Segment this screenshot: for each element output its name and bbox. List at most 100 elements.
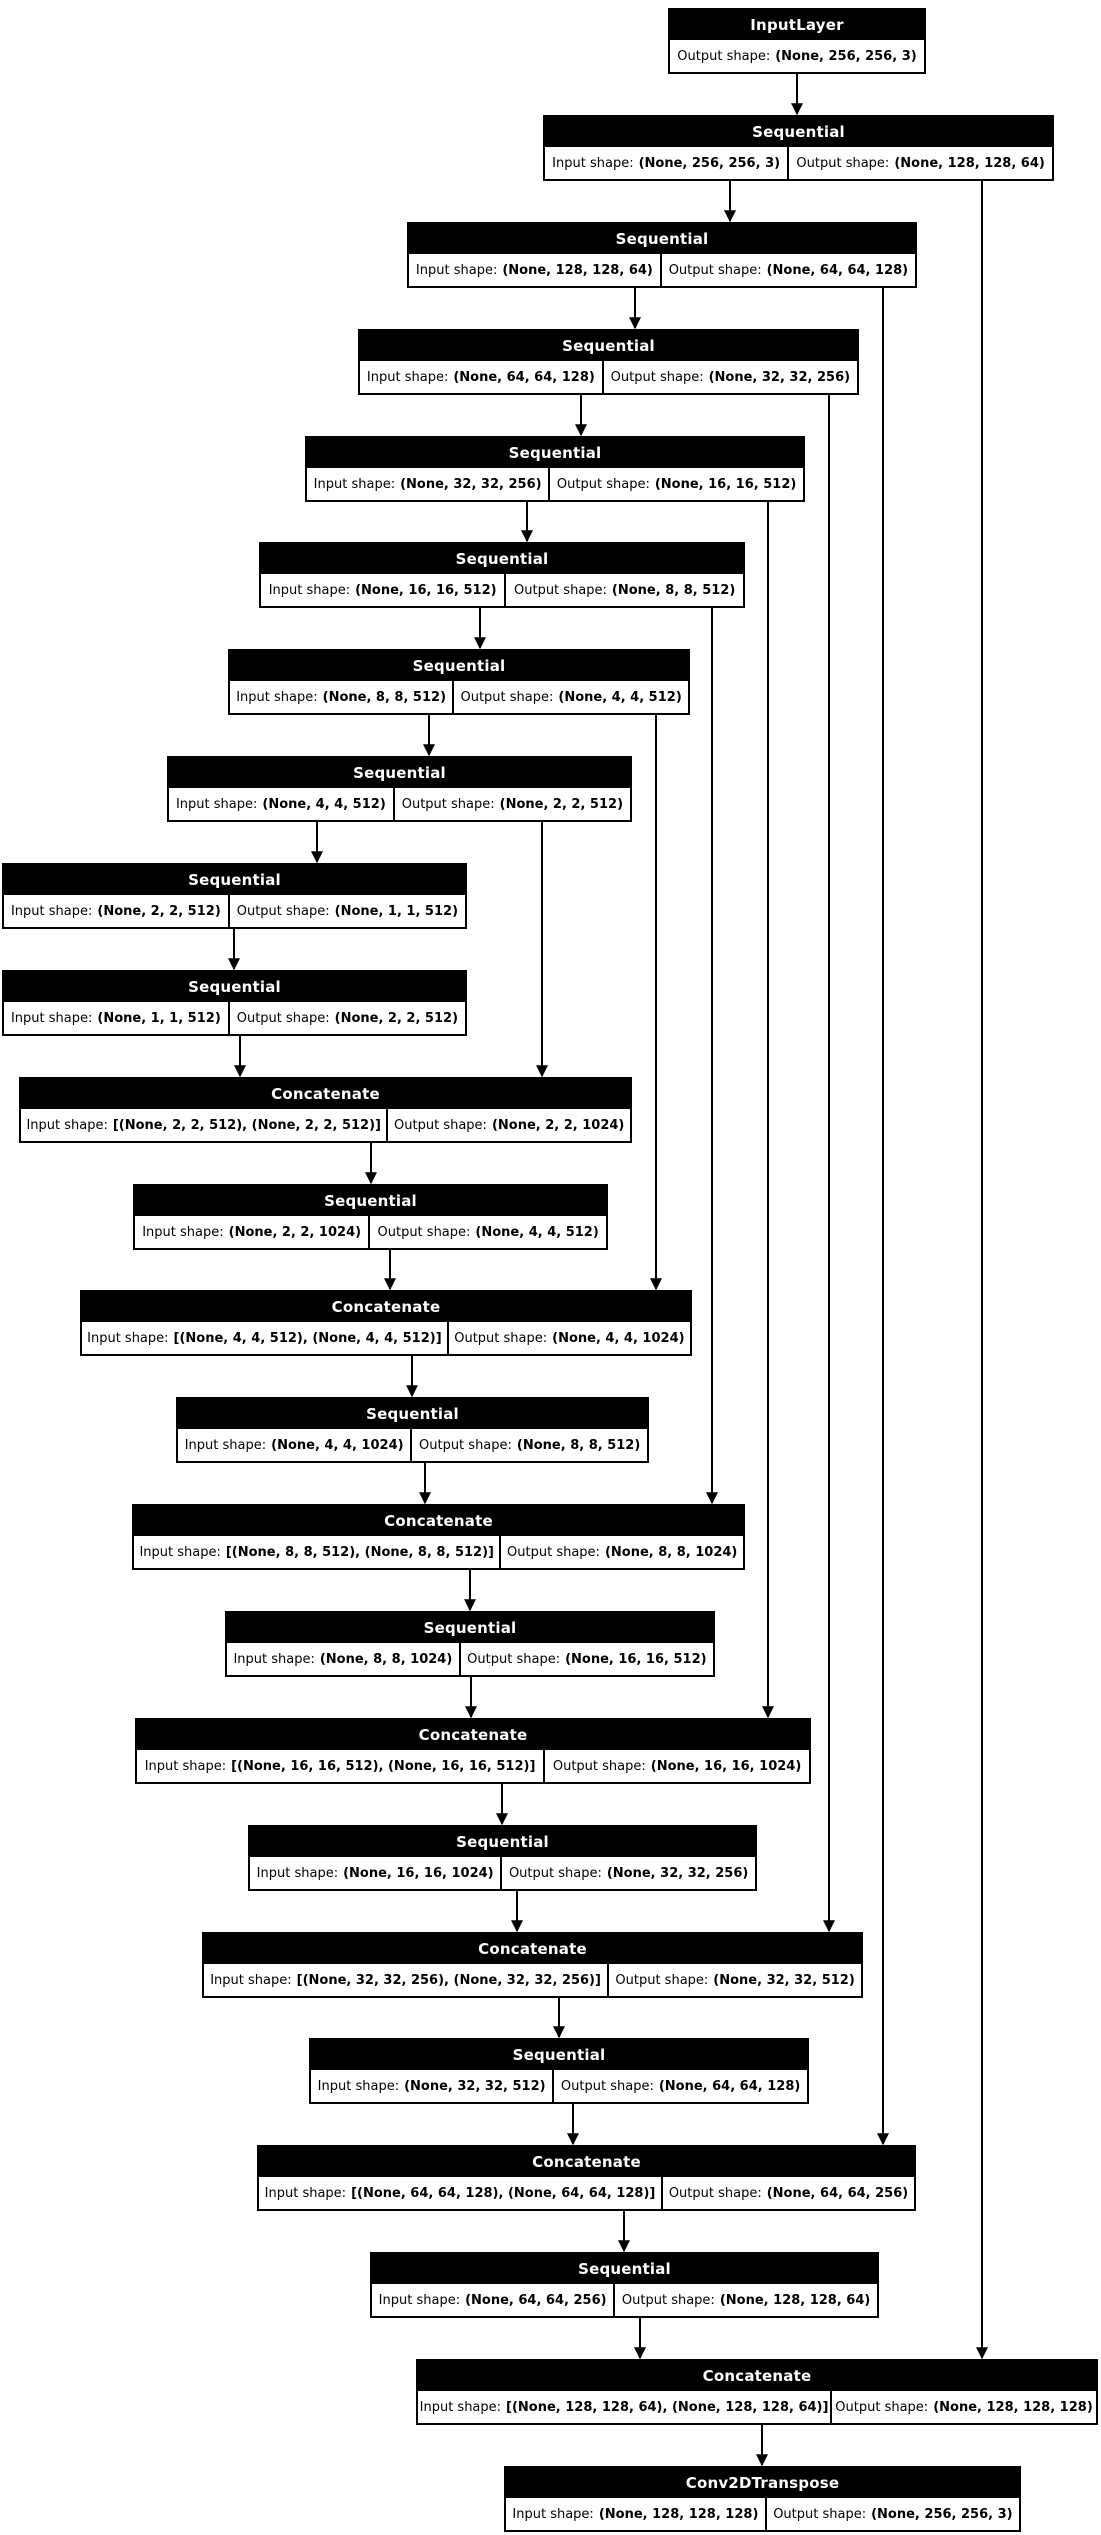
- input-shape-prefix: Input shape:: [87, 1330, 169, 1346]
- input-shape-cell: Input shape:(None, 32, 32, 512): [311, 2070, 553, 2102]
- shape-row: Input shape:(None, 4, 4, 1024)Output sha…: [178, 1429, 648, 1461]
- output-shape-cell: Output shape:(None, 8, 8, 512): [412, 1429, 648, 1461]
- input-shape-prefix: Input shape:: [366, 369, 449, 385]
- input-shape-value: [(None, 16, 16, 512), (None, 16, 16, 512…: [231, 1758, 536, 1774]
- shape-row: Input shape:(None, 2, 2, 1024)Output sha…: [135, 1216, 607, 1248]
- output-shape-prefix: Output shape:: [610, 369, 704, 385]
- input-shape-value: (None, 1, 1, 512): [97, 1010, 221, 1026]
- output-shape-cell: Output shape:(None, 128, 128, 64): [615, 2284, 878, 2316]
- input-shape-prefix: Input shape:: [233, 1651, 315, 1667]
- output-shape-value: (None, 2, 2, 512): [334, 1010, 459, 1026]
- output-shape-cell: Output shape:(None, 256, 256, 3): [670, 40, 924, 72]
- output-shape-prefix: Output shape:: [467, 1651, 561, 1667]
- shape-row: Input shape:(None, 32, 32, 512)Output sh…: [311, 2070, 807, 2102]
- output-shape-value: (None, 1, 1, 512): [334, 903, 459, 919]
- output-shape-cell: Output shape:(None, 64, 64, 128): [661, 254, 916, 286]
- input-shape-prefix: Input shape:: [317, 2078, 400, 2094]
- layer-type-title: Sequential: [578, 2260, 671, 2278]
- output-shape-value: (None, 16, 16, 512): [565, 1651, 707, 1667]
- output-shape-value: (None, 32, 32, 256): [606, 1865, 749, 1881]
- layer-type-title: Sequential: [512, 2046, 606, 2064]
- output-shape-cell: Output shape:(None, 4, 4, 1024): [448, 1322, 690, 1354]
- output-shape-cell: Output shape:(None, 16, 16, 512): [550, 468, 803, 500]
- layer-type-title: Sequential: [455, 550, 549, 568]
- output-shape-prefix: Output shape:: [773, 2506, 867, 2522]
- shape-row: Input shape:(None, 64, 64, 256)Output sh…: [372, 2284, 878, 2316]
- input-shape-prefix: Input shape:: [139, 1544, 221, 1560]
- shape-row: Input shape:(None, 32, 32, 256)Output sh…: [307, 468, 803, 500]
- output-shape-cell: Output shape:(None, 16, 16, 512): [460, 1643, 714, 1675]
- output-shape-value: (None, 4, 4, 512): [558, 689, 682, 705]
- layer-type-title: Sequential: [366, 1405, 459, 1423]
- output-shape-prefix: Output shape:: [460, 689, 554, 705]
- output-shape-prefix: Output shape:: [556, 476, 650, 492]
- input-shape-cell: Input shape:(None, 256, 256, 3): [545, 147, 788, 179]
- output-shape-value: (None, 4, 4, 512): [475, 1224, 599, 1240]
- input-shape-prefix: Input shape:: [268, 582, 351, 598]
- input-shape-value: (None, 128, 128, 128): [598, 2506, 759, 2522]
- shape-row: Input shape:[(None, 64, 64, 128), (None,…: [259, 2177, 914, 2209]
- output-shape-cell: Output shape:(None, 32, 32, 256): [502, 1857, 756, 1889]
- input-shape-prefix: Input shape:: [142, 1224, 224, 1240]
- input-shape-cell: Input shape:(None, 8, 8, 1024): [227, 1643, 459, 1675]
- input-shape-cell: Input shape:[(None, 4, 4, 512), (None, 4…: [82, 1322, 447, 1354]
- output-shape-prefix: Output shape:: [835, 2399, 929, 2415]
- output-shape-value: (None, 256, 256, 3): [871, 2506, 1013, 2522]
- output-shape-value: (None, 128, 128, 128): [933, 2399, 1093, 2415]
- shape-row: Input shape:(None, 8, 8, 512)Output shap…: [230, 681, 688, 713]
- output-shape-cell: Output shape:(None, 8, 8, 512): [506, 574, 743, 606]
- output-shape-cell: Output shape:(None, 256, 256, 3): [766, 2498, 1019, 2530]
- output-shape-cell: Output shape:(None, 2, 2, 512): [229, 1002, 465, 1034]
- layer-type-title: Sequential: [423, 1619, 517, 1637]
- input-shape-cell: Input shape:(None, 64, 64, 128): [360, 361, 602, 393]
- layer-type-title: Concatenate: [271, 1085, 380, 1103]
- input-shape-value: [(None, 64, 64, 128), (None, 64, 64, 128…: [351, 2185, 656, 2201]
- layer-type-title: Sequential: [562, 337, 655, 355]
- layer-type-title: Sequential: [508, 444, 602, 462]
- input-shape-prefix: Input shape:: [378, 2292, 461, 2308]
- input-shape-cell: Input shape:(None, 16, 16, 512): [261, 574, 505, 606]
- output-shape-cell: Output shape:(None, 2, 2, 512): [394, 788, 630, 820]
- input-shape-prefix: Input shape:: [175, 796, 258, 812]
- input-shape-cell: Input shape:[(None, 2, 2, 512), (None, 2…: [21, 1109, 387, 1141]
- output-shape-value: (None, 8, 8, 512): [516, 1437, 641, 1453]
- input-shape-cell: Input shape:(None, 4, 4, 512): [169, 788, 393, 820]
- layer-type-title: Sequential: [324, 1192, 417, 1210]
- shape-row: Input shape:(None, 4, 4, 512)Output shap…: [169, 788, 630, 820]
- input-shape-value: (None, 32, 32, 512): [404, 2078, 546, 2094]
- shape-row: Input shape:[(None, 16, 16, 512), (None,…: [137, 1750, 809, 1782]
- input-shape-cell: Input shape:[(None, 128, 128, 64), (None…: [418, 2391, 831, 2423]
- input-shape-value: [(None, 2, 2, 512), (None, 2, 2, 512)]: [112, 1117, 381, 1133]
- input-shape-value: (None, 256, 256, 3): [638, 155, 781, 171]
- output-shape-prefix: Output shape:: [401, 796, 495, 812]
- output-shape-cell: Output shape:(None, 64, 64, 128): [554, 2070, 807, 2102]
- input-shape-value: [(None, 32, 32, 256), (None, 32, 32, 256…: [296, 1972, 601, 1988]
- input-shape-value: (None, 16, 16, 512): [355, 582, 497, 598]
- shape-row: Input shape:[(None, 128, 128, 64), (None…: [418, 2391, 1096, 2423]
- input-shape-cell: Input shape:(None, 2, 2, 512): [4, 895, 228, 927]
- shape-row: Input shape:(None, 128, 128, 128)Output …: [506, 2498, 1019, 2530]
- input-shape-prefix: Input shape:: [210, 1972, 292, 1988]
- output-shape-cell: Output shape:(None, 64, 64, 256): [663, 2177, 914, 2209]
- input-shape-cell: Input shape:[(None, 8, 8, 512), (None, 8…: [134, 1536, 500, 1568]
- input-shape-prefix: Input shape:: [10, 1010, 93, 1026]
- layer-type-title: Concatenate: [532, 2153, 641, 2171]
- output-shape-prefix: Output shape:: [394, 1117, 487, 1133]
- input-shape-value: (None, 8, 8, 1024): [319, 1651, 453, 1667]
- output-shape-value: (None, 128, 128, 64): [894, 155, 1045, 171]
- input-shape-value: (None, 32, 32, 256): [400, 476, 542, 492]
- layer-type-title: Sequential: [615, 230, 709, 248]
- output-shape-prefix: Output shape:: [552, 1758, 646, 1774]
- shape-row: Output shape:(None, 256, 256, 3): [670, 40, 924, 72]
- output-shape-prefix: Output shape:: [419, 1437, 512, 1453]
- input-shape-cell: Input shape:(None, 128, 128, 128): [506, 2498, 765, 2530]
